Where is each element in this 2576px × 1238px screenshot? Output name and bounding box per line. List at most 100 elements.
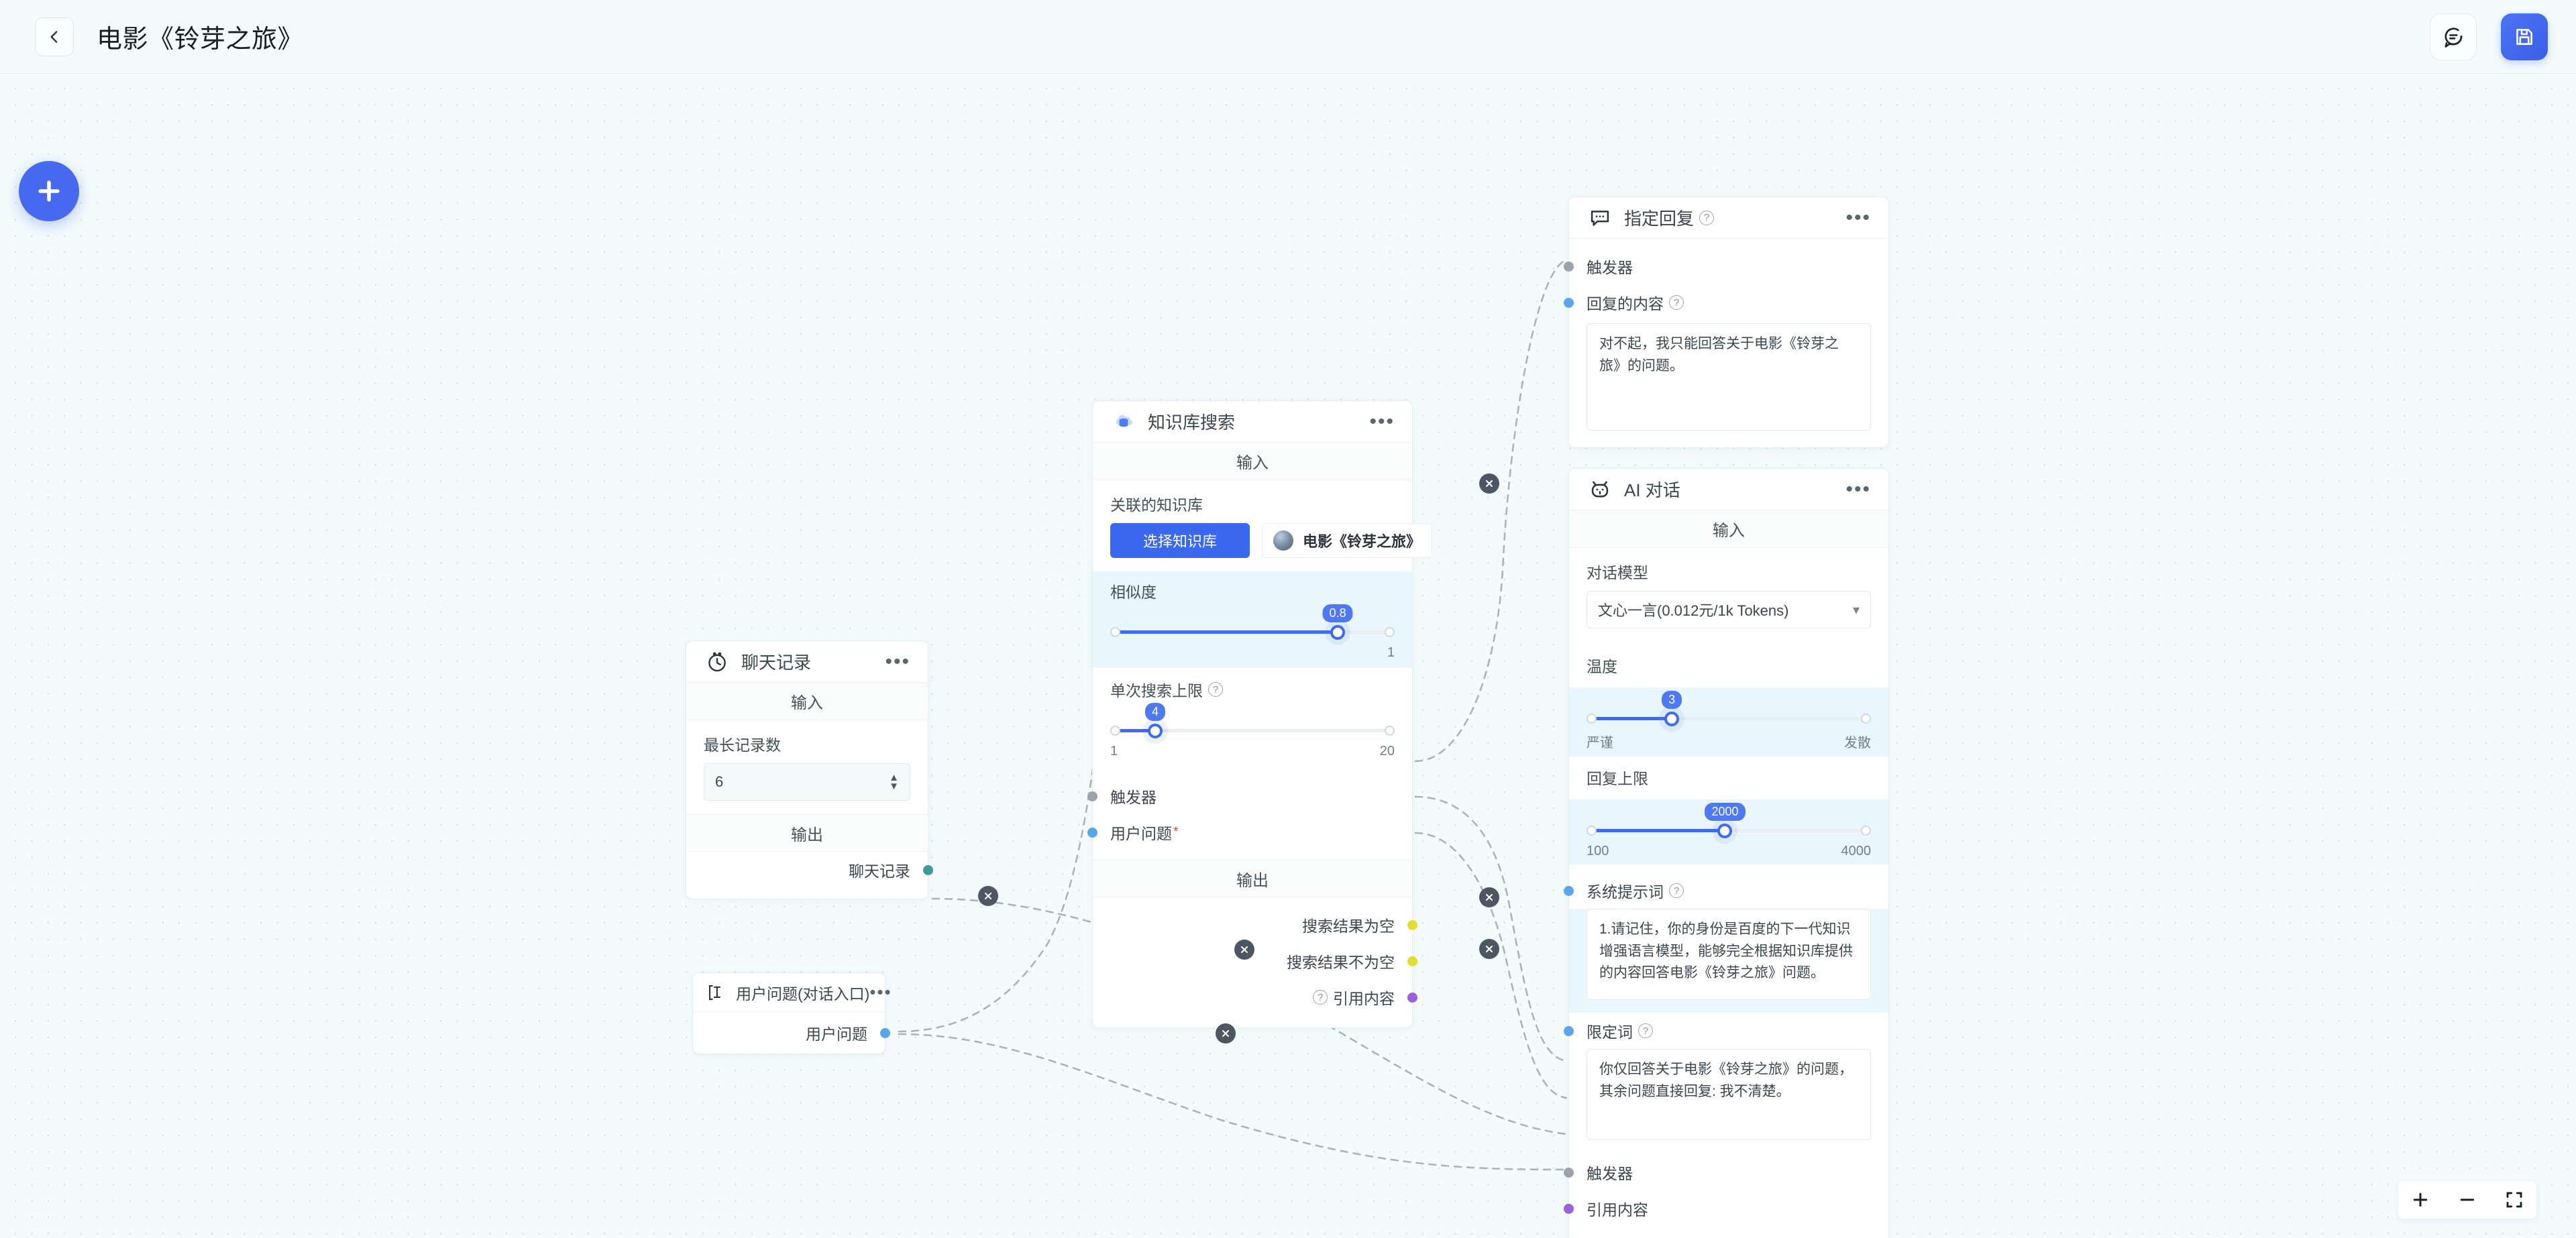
close-icon bbox=[1241, 946, 1248, 953]
node-header[interactable]: 聊天记录 ••• bbox=[686, 641, 928, 683]
max-records-stepper[interactable]: 6 ▲ ▼ bbox=[704, 763, 910, 801]
max-reply-slider[interactable]: 2000 bbox=[1587, 803, 1871, 838]
port-system-prompt-in[interactable]: 系统提示词 ? bbox=[1564, 873, 1888, 909]
help-icon[interactable]: ? bbox=[1208, 682, 1223, 697]
edge-delete-button[interactable] bbox=[1479, 939, 1499, 959]
port-trigger-in[interactable]: 触发器 bbox=[1087, 778, 1412, 814]
select-knowledge-base-button[interactable]: 选择知识库 bbox=[1110, 523, 1250, 558]
add-node-button[interactable] bbox=[19, 161, 79, 221]
port-dot-gray[interactable] bbox=[1087, 791, 1097, 801]
port-label: 聊天记录 bbox=[1587, 1233, 1648, 1238]
model-label: 对话模型 bbox=[1587, 564, 1648, 581]
help-icon[interactable]: ? bbox=[1313, 990, 1328, 1005]
edge-delete-button[interactable] bbox=[1479, 473, 1499, 494]
temperature-slider[interactable]: 3 bbox=[1587, 691, 1871, 726]
node-user-question-entry[interactable]: 用户问题(对话入口) ••• 用户问题 bbox=[692, 972, 891, 1054]
port-dot-blue[interactable] bbox=[1564, 885, 1574, 896]
node-menu-button[interactable]: ••• bbox=[1845, 206, 1871, 229]
port-reply-content-in[interactable]: 回复的内容 ? bbox=[1564, 284, 1888, 321]
similarity-slider[interactable]: 0.8 bbox=[1110, 604, 1395, 640]
edge-delete-button[interactable] bbox=[1234, 940, 1254, 960]
node-menu-button[interactable]: ••• bbox=[1845, 477, 1871, 500]
port-label: 回复的内容 bbox=[1587, 295, 1664, 313]
reply-content-textarea[interactable] bbox=[1587, 323, 1871, 431]
node-kb-search[interactable]: 知识库搜索 ••• 输入 关联的知识库 选择知识库 电影《铃芽之旅》 相似度 bbox=[1087, 400, 1433, 1028]
port-trigger-in[interactable]: 触发器 bbox=[1564, 1154, 1888, 1190]
node-menu-button[interactable]: ••• bbox=[885, 650, 910, 673]
similarity-value-bubble: 0.8 bbox=[1322, 604, 1353, 622]
edge-notempty-to-ai-trigger bbox=[1414, 795, 1568, 1062]
node-header[interactable]: 知识库搜索 ••• bbox=[1093, 401, 1412, 443]
node-header[interactable]: 用户问题(对话入口) ••• bbox=[693, 973, 891, 1012]
chat-bubble-dots-icon bbox=[1587, 205, 1613, 231]
save-button[interactable] bbox=[2501, 13, 2548, 60]
workflow-canvas[interactable]: 聊天记录 ••• 输入 最长记录数 6 ▲ ▼ 输出 聊天记录 bbox=[0, 74, 2576, 1238]
port-chat-history-in[interactable]: 聊天记录 bbox=[1569, 1227, 1888, 1238]
zoom-out-button[interactable] bbox=[2453, 1186, 2481, 1214]
stepper-down-icon[interactable]: ▼ bbox=[889, 780, 899, 792]
slider-handle[interactable] bbox=[1330, 625, 1346, 640]
slider-handle[interactable] bbox=[1147, 724, 1163, 738]
port-quote-content-out[interactable]: ? 引用内容 bbox=[1093, 979, 1417, 1015]
node-header[interactable]: 指定回复 ? ••• bbox=[1569, 197, 1888, 239]
port-dot-yellow[interactable] bbox=[1407, 919, 1417, 930]
edge-delete-button[interactable] bbox=[1479, 887, 1499, 907]
model-select[interactable]: 文心一言(0.012元/1k Tokens) ▾ bbox=[1587, 591, 1871, 628]
slider-handle[interactable] bbox=[1664, 712, 1680, 726]
help-icon[interactable]: ? bbox=[1669, 883, 1684, 898]
stepper-arrows[interactable]: ▲ ▼ bbox=[889, 771, 899, 792]
edge-delete-button[interactable] bbox=[1216, 1023, 1236, 1044]
port-dot-purple[interactable] bbox=[1564, 1203, 1574, 1214]
model-selected-value: 文心一言(0.012元/1k Tokens) bbox=[1598, 602, 1789, 619]
selected-knowledge-base-chip[interactable]: 电影《铃芽之旅》 bbox=[1262, 523, 1433, 558]
system-prompt-textarea[interactable] bbox=[1587, 909, 1871, 1000]
topk-value-bubble: 4 bbox=[1144, 703, 1165, 721]
node-menu-button[interactable]: ••• bbox=[1369, 410, 1395, 433]
node-title: 指定回复 bbox=[1624, 209, 1695, 229]
close-icon bbox=[1222, 1030, 1229, 1037]
port-limit-word-in[interactable]: 限定词 ? bbox=[1564, 1013, 1888, 1049]
reply-content-block bbox=[1569, 321, 1888, 447]
header-actions bbox=[2430, 13, 2548, 60]
node-header[interactable]: AI 对话 ••• bbox=[1569, 469, 1888, 510]
node-menu-button[interactable]: ••• bbox=[869, 982, 892, 1003]
help-icon[interactable]: ? bbox=[1638, 1023, 1653, 1038]
port-user-question-in[interactable]: 用户问题* bbox=[1087, 814, 1412, 850]
port-dot-teal[interactable] bbox=[923, 864, 933, 875]
port-chat-history-out[interactable]: 聊天记录 bbox=[686, 852, 933, 888]
port-result-empty-out[interactable]: 搜索结果为空 bbox=[1093, 907, 1417, 943]
port-user-question-out[interactable]: 用户问题 bbox=[693, 1012, 890, 1054]
max-records-label: 最长记录数 bbox=[704, 736, 781, 754]
port-dot-blue[interactable] bbox=[1087, 827, 1097, 838]
port-dot-purple[interactable] bbox=[1407, 992, 1417, 1003]
fit-screen-button[interactable] bbox=[2500, 1186, 2528, 1214]
port-dot-blue[interactable] bbox=[1564, 1025, 1574, 1036]
edge-delete-button[interactable] bbox=[978, 886, 998, 906]
slider-handle[interactable] bbox=[1717, 824, 1733, 838]
port-result-not-empty-out[interactable]: 搜索结果不为空 bbox=[1093, 943, 1417, 979]
save-floppy-icon bbox=[2516, 28, 2532, 45]
slider-min-cap bbox=[1110, 726, 1120, 736]
node-ai-chat[interactable]: AI 对话 ••• 输入 对话模型 文心一言(0.012元/1k Tokens)… bbox=[1564, 468, 1889, 1238]
model-block: 对话模型 文心一言(0.012元/1k Tokens) ▾ bbox=[1569, 548, 1888, 642]
slider-track bbox=[1110, 729, 1395, 732]
zoom-in-button[interactable] bbox=[2406, 1186, 2434, 1214]
slider-min-label: 1 bbox=[1110, 744, 1118, 758]
port-dot-gray[interactable] bbox=[1564, 1167, 1574, 1178]
back-button[interactable] bbox=[35, 17, 74, 56]
port-quote-content-in[interactable]: 引用内容 bbox=[1564, 1190, 1888, 1227]
port-dot-yellow[interactable] bbox=[1407, 956, 1417, 966]
help-icon[interactable]: ? bbox=[1669, 295, 1684, 310]
limit-word-block bbox=[1569, 1049, 1888, 1154]
limit-word-textarea[interactable] bbox=[1587, 1049, 1871, 1140]
stepper-up-icon[interactable]: ▲ bbox=[889, 771, 899, 783]
topk-slider[interactable]: 4 bbox=[1110, 703, 1395, 738]
node-specified-reply[interactable]: 指定回复 ? ••• 触发器 回复的内容 ? bbox=[1564, 196, 1889, 448]
port-dot-blue[interactable] bbox=[1564, 297, 1574, 308]
port-dot-gray[interactable] bbox=[1564, 261, 1574, 272]
port-dot-blue[interactable] bbox=[880, 1027, 890, 1038]
chat-preview-button[interactable] bbox=[2430, 13, 2477, 60]
node-chat-history[interactable]: 聊天记录 ••• 输入 最长记录数 6 ▲ ▼ 输出 聊天记录 bbox=[686, 640, 933, 899]
help-icon[interactable]: ? bbox=[1699, 210, 1715, 225]
port-trigger-in[interactable]: 触发器 bbox=[1564, 248, 1888, 284]
